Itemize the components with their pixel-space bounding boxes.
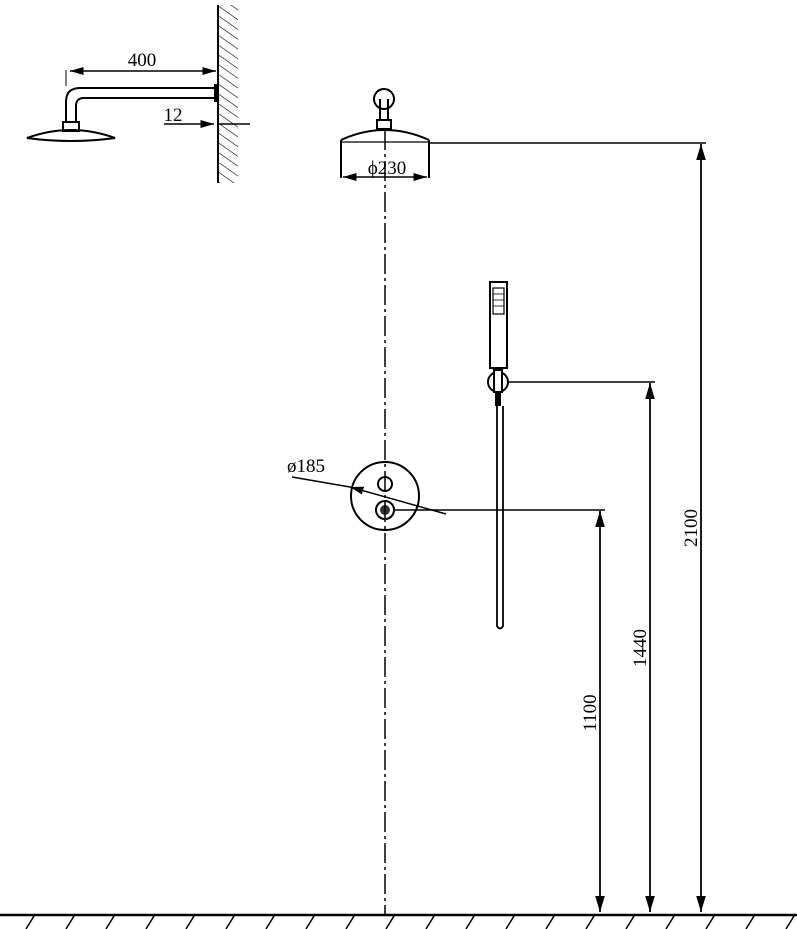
floor-hatch-mark: [625, 915, 635, 929]
floor-hatch-mark: [585, 915, 595, 929]
floor-hatch-mark: [105, 915, 115, 929]
side-view-detail: 400 12: [26, 5, 250, 183]
diverter-knob: [377, 476, 393, 492]
floor-hatch-mark: [345, 915, 355, 929]
floor-hatch-mark: [665, 915, 675, 929]
floor-hatch-mark: [705, 915, 715, 929]
floor-hatch-mark: [785, 915, 795, 929]
side-shower-head: [26, 129, 116, 142]
floor-hatch-mark: [25, 915, 35, 929]
floor-hatch-mark: [745, 915, 755, 929]
floor-hatch-mark: [505, 915, 515, 929]
head-connector: [376, 119, 392, 130]
floor-hatch-mark: [145, 915, 155, 929]
floor-hatch-mark: [385, 915, 395, 929]
hand-shower-spray-face: [492, 287, 505, 315]
floor-hatch-mark: [465, 915, 475, 929]
rain-head-top: [340, 129, 430, 141]
valve-height-label: 1100: [580, 694, 601, 731]
front-view: ϕ230 ø185: [287, 88, 509, 916]
floor-hatch-mark: [545, 915, 555, 929]
shower-hose: [496, 406, 504, 630]
head-height-label: 2100: [681, 509, 702, 547]
floor-hatch-mark: [265, 915, 275, 929]
mixer-handle: [375, 500, 395, 520]
arm-loop-outer: [373, 88, 395, 110]
floor: [0, 913, 797, 929]
floor-hatch-mark: [65, 915, 75, 929]
wall-hatch: [218, 5, 238, 183]
hose-connector: [495, 392, 501, 406]
floor-hatch: [25, 915, 795, 929]
height-dimensions: 1100 1440 2100: [395, 142, 706, 912]
floor-hatch-mark: [425, 915, 435, 929]
arm-flange: [214, 84, 218, 102]
floor-hatch-mark: [185, 915, 195, 929]
floor-hatch-mark: [305, 915, 315, 929]
plate-diameter-label: ø185: [287, 456, 325, 477]
holder-height-label: 1440: [630, 629, 651, 667]
floor-hatch-mark: [225, 915, 235, 929]
shower-arm-top: [65, 87, 214, 124]
arm-length-label: 400: [128, 50, 157, 71]
head-diameter-label: ϕ230: [368, 158, 407, 179]
valve-plate: [350, 461, 420, 531]
shower-arm-bottom: [75, 97, 214, 124]
wall-offset-label: 12: [164, 105, 183, 126]
